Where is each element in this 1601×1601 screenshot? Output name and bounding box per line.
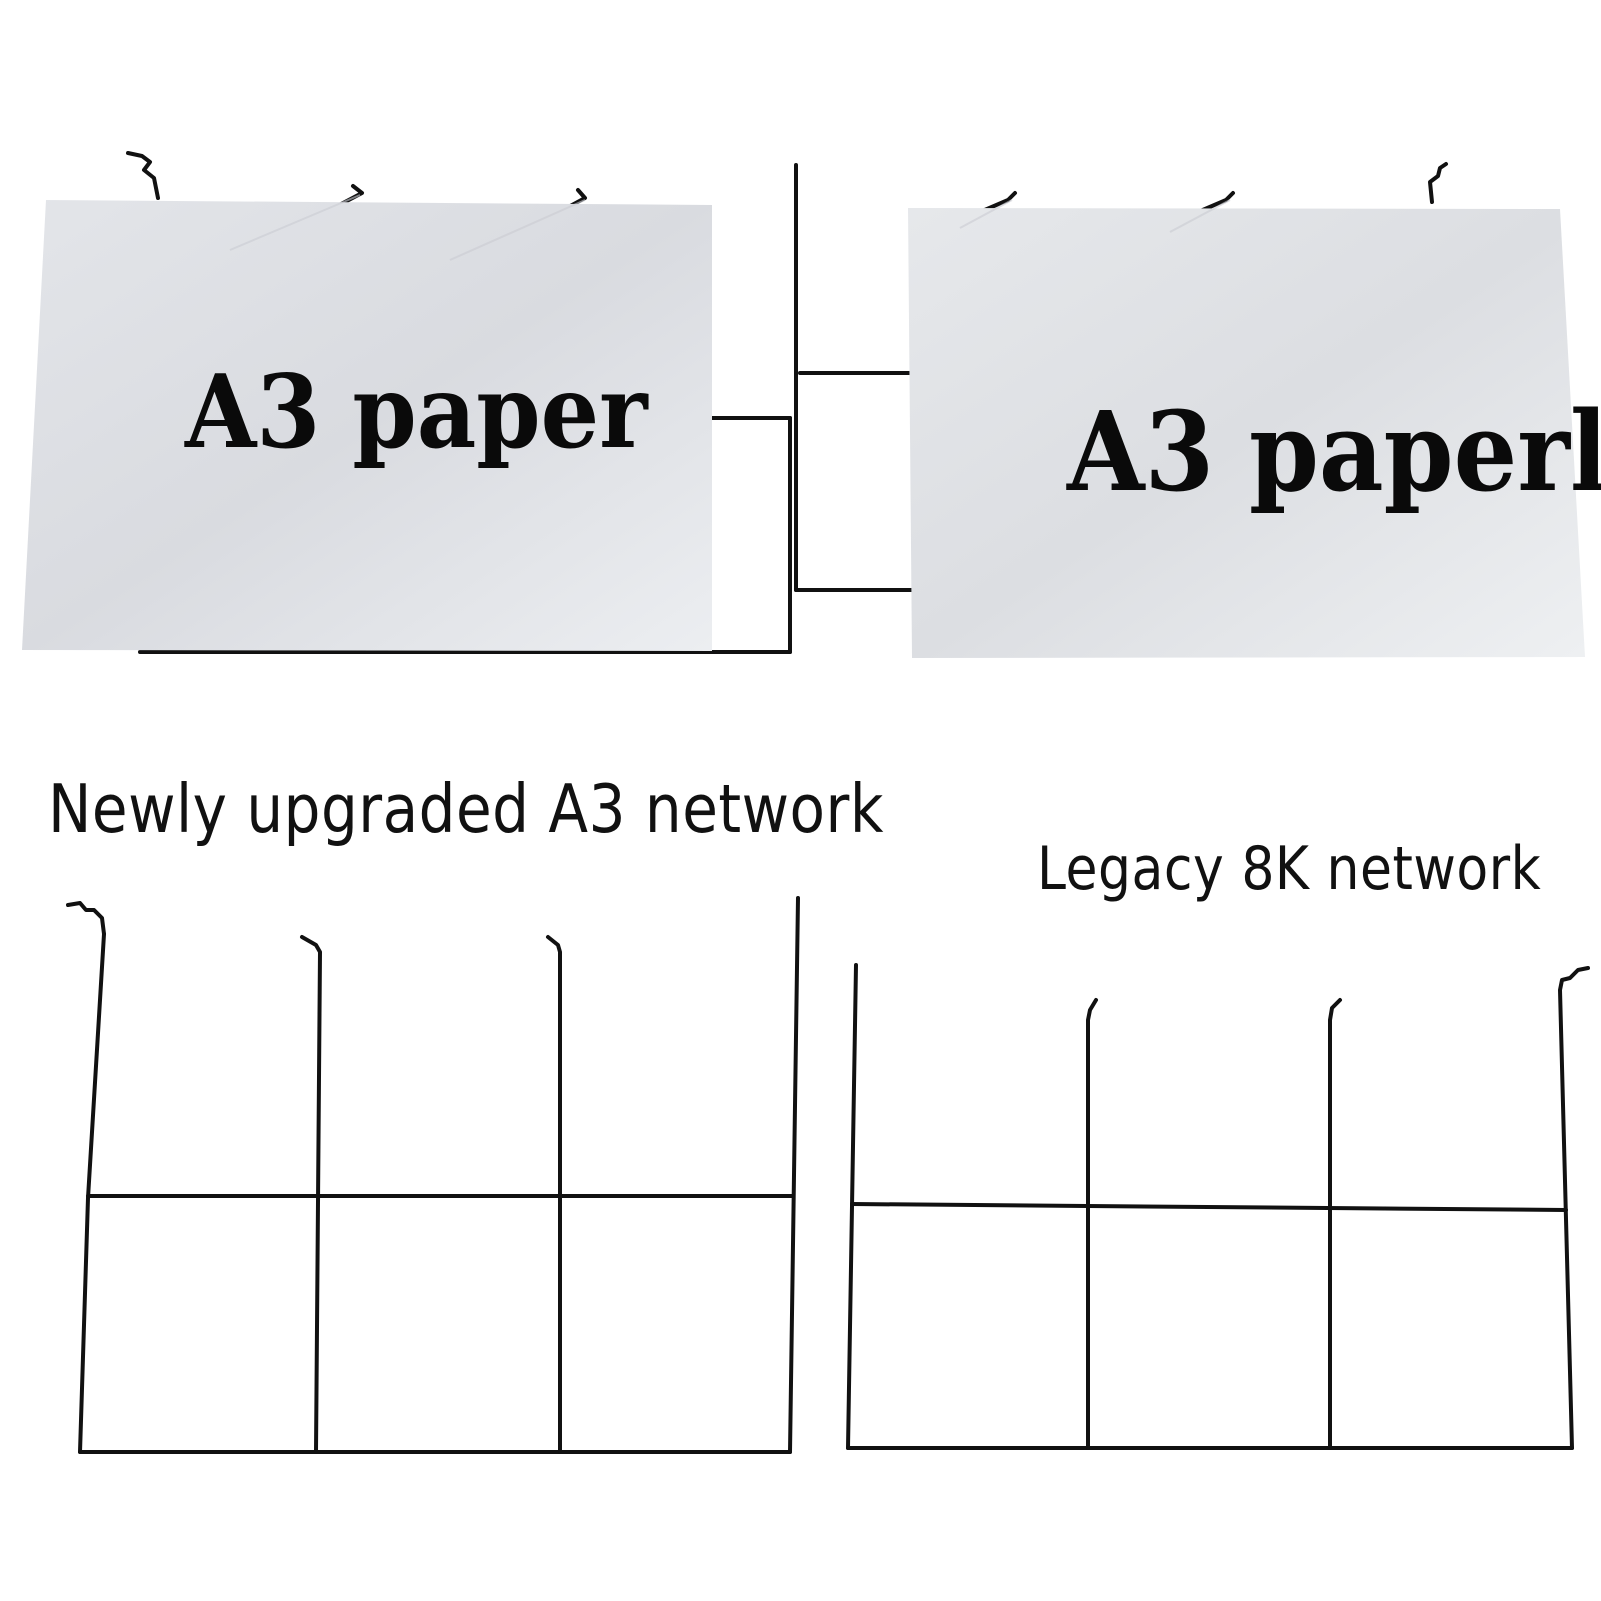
- a3-wire-grid: [66, 896, 800, 1454]
- a3-display-with-paper: A3 paper: [22, 151, 914, 654]
- a3-paper-sheet-right: [908, 208, 1585, 658]
- a3-paper-sheet-left: [22, 200, 712, 651]
- paper-label-right: A3 paperl: [1066, 386, 1601, 516]
- paper-label-left: A3 paper: [184, 352, 649, 471]
- right-display-wire-frame: [978, 162, 1448, 214]
- caption-legacy-8k-network: Legacy 8K network: [1037, 835, 1542, 904]
- a3-display-wire-frame: [126, 151, 914, 654]
- a3-display-with-paper-right: A3 paperl: [908, 162, 1601, 658]
- legacy-8k-wire-grid: [846, 963, 1590, 1450]
- caption-new-a3-network: Newly upgraded A3 network: [48, 770, 884, 849]
